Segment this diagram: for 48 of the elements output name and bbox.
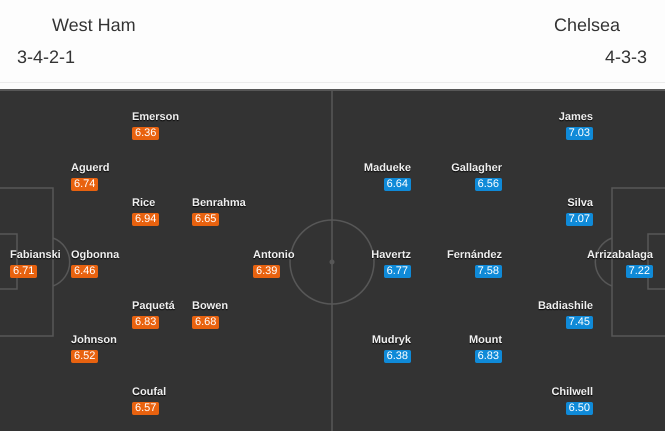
rating-badge: 6.46 <box>71 265 98 278</box>
rating-badge: 6.38 <box>384 350 411 363</box>
rating-badge: 6.64 <box>384 178 411 191</box>
player-name: Gallagher <box>451 161 502 175</box>
rating-badge: 6.71 <box>10 265 38 278</box>
rating-badge: 6.57 <box>132 402 160 415</box>
rating-badge: 6.77 <box>384 265 411 278</box>
player-name: Madueke <box>364 161 411 175</box>
player-name: Benrahma <box>192 196 246 210</box>
player-name: Chilwell <box>551 385 593 399</box>
rating-badge: 6.50 <box>566 402 593 415</box>
player-name: Silva <box>567 196 593 210</box>
player-name: Havertz <box>371 248 411 262</box>
player-name: Arrizabalaga <box>586 248 653 262</box>
rating-badge: 6.94 <box>132 213 160 226</box>
formation-label: 3-4-2-1 <box>17 46 76 68</box>
rating-badge: 6.52 <box>71 350 98 363</box>
team-name: West Ham <box>52 14 136 36</box>
rating-badge: 6.36 <box>132 127 160 140</box>
rating-badge: 6.56 <box>474 178 502 191</box>
player-name: Fernández <box>446 248 502 262</box>
player-name: Aguerd <box>71 161 110 175</box>
player-name: Coufal <box>132 385 166 399</box>
rating-badge: 6.74 <box>71 178 98 191</box>
player-name: Fabianski <box>10 248 61 262</box>
rating-badge: 6.68 <box>192 316 220 329</box>
rating-badge: 7.03 <box>566 127 593 140</box>
player-name: James <box>558 110 593 124</box>
rating-badge: 6.83 <box>132 316 160 329</box>
team-name: Chelsea <box>554 14 620 36</box>
rating-badge: 6.83 <box>474 350 502 363</box>
player-name: Emerson <box>132 110 180 124</box>
player-name: Paquetá <box>132 299 175 313</box>
player-name: Rice <box>132 196 156 210</box>
rating-badge: 6.39 <box>253 265 280 278</box>
player-name: Mudryk <box>372 333 411 347</box>
rating-badge: 7.58 <box>474 265 502 278</box>
player-name: Bowen <box>192 299 228 313</box>
player-name: Antonio <box>253 248 295 262</box>
rating-badge: 7.45 <box>566 316 593 329</box>
player-name: Mount <box>469 333 502 347</box>
player-name: Badiashile <box>538 299 593 313</box>
rating-badge: 6.65 <box>192 213 220 226</box>
formation-label: 4-3-3 <box>604 46 647 68</box>
rating-badge: 7.07 <box>566 213 593 226</box>
player-name: Johnson <box>71 333 117 347</box>
player-name: Ogbonna <box>71 248 120 262</box>
rating-badge: 7.22 <box>626 265 653 278</box>
